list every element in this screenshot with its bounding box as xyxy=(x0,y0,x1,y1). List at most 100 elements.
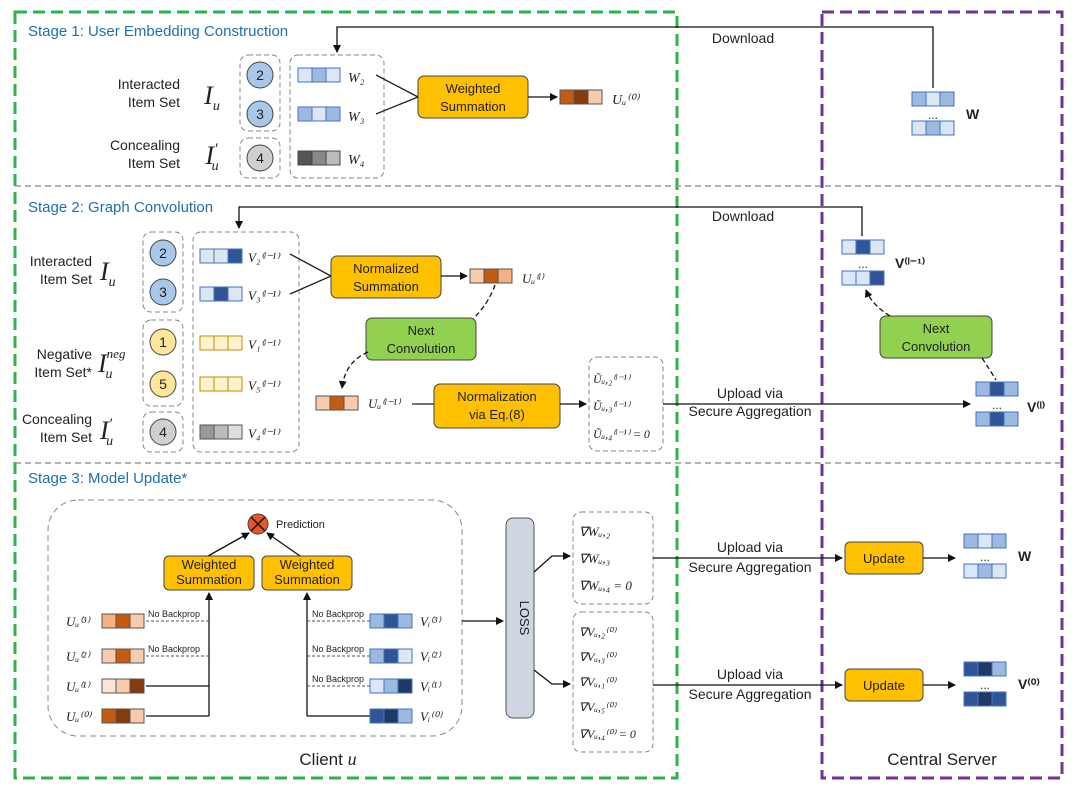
s3-prediction-group xyxy=(47,499,463,737)
s2-item-circle-4 xyxy=(149,418,177,446)
s2-normalized-summation-box xyxy=(330,255,442,299)
s2-uul-label: Uᵤ⁽ˡ⁾ xyxy=(522,271,545,286)
s3-uu0-label: Uᵤ⁽⁰⁾ xyxy=(66,709,93,724)
s2-from-next-conv-link xyxy=(338,351,369,389)
grad-v2-label: ∇Vᵤ,₂⁽⁰⁾ xyxy=(579,625,617,639)
server-w-label: W xyxy=(966,106,980,122)
s2-normalized-summation-text-2: Summation xyxy=(353,279,419,294)
stage-2-title: Stage 2: Graph Convolution xyxy=(28,199,213,216)
grad-v-group xyxy=(572,611,654,753)
s3-vi1-nobackprop-label: No Backprop xyxy=(312,674,364,684)
grad-w3-label: ∇Wᵤ,₃ xyxy=(579,551,610,566)
grad-v5-label: ∇Vᵤ,₅⁽⁰⁾ xyxy=(579,700,617,714)
s2-uul-embedding xyxy=(469,268,513,284)
s2-concealing-label-2: Item Set xyxy=(40,429,92,445)
s3-uu1-embedding xyxy=(101,678,145,694)
s3-vi0-label: Vᵢ⁽⁰⁾ xyxy=(420,709,443,724)
s1-concealing-label-2: Item Set xyxy=(128,155,180,171)
s1-w4-label: W₄ xyxy=(348,153,365,168)
s1-item-number-2: 2 xyxy=(256,67,264,83)
s3-vi2-nobackprop-label: No Backprop xyxy=(312,644,364,654)
s2-v4-label: V₄⁽ˡ⁻¹⁾ xyxy=(248,426,281,441)
server-v0-ellipsis: ... xyxy=(980,678,990,692)
s1-weighted-summation-text-2: Summation xyxy=(440,99,506,114)
server-w3-label: W xyxy=(1018,548,1032,564)
s1-concealing-symbol: I′u xyxy=(204,141,218,174)
s2-embedding-v2 xyxy=(199,248,243,264)
loss-box xyxy=(505,517,535,719)
server-next-conv-down-link xyxy=(981,357,997,381)
s1-weighted-summation-text-1: Weighted xyxy=(446,81,501,96)
client-frame xyxy=(13,10,679,780)
server-next-convolution-text-1: Next xyxy=(923,321,950,336)
s1-embedding-w4 xyxy=(297,150,341,166)
s1-w2-label: W₂ xyxy=(348,71,365,86)
s2-embedding-group xyxy=(192,231,300,453)
s1-embedding-group xyxy=(289,54,385,179)
s2-uul1-label: Uᵤ⁽ˡ⁻¹⁾ xyxy=(368,396,402,411)
server-v-l-embeddings xyxy=(975,381,1019,427)
s3-vi1-embedding xyxy=(369,678,413,694)
s3-uu3-label: Uᵤ⁽³⁾ xyxy=(66,614,91,629)
s2-next-convolution-text-1: Next xyxy=(408,323,435,338)
s3-uu2-label: Uᵤ⁽²⁾ xyxy=(66,649,91,664)
s3-uu3-embedding xyxy=(101,613,145,629)
s2-item-circle-5 xyxy=(149,370,177,398)
s2-item-number-3: 3 xyxy=(159,284,167,300)
s1-item-circle-3 xyxy=(246,100,274,128)
s2-interacted-label-1: Interacted xyxy=(30,253,92,269)
s2-to-next-conv-link xyxy=(469,284,496,323)
upload-v-label-2: Secure Aggregation xyxy=(689,686,812,702)
s1-concealing-group xyxy=(239,137,281,179)
s2-normalization-text-2: via Eq.(8) xyxy=(469,407,525,422)
s1-item-circle-4 xyxy=(246,144,274,172)
s2-item-number-2: 2 xyxy=(159,245,167,261)
s2-normalization-box xyxy=(433,383,561,429)
s2-download-arrow xyxy=(235,206,863,236)
s2-interacted-symbol: Iu xyxy=(99,257,116,290)
s1-embedding-w3 xyxy=(297,106,341,122)
s1-concealing-label-1: Concealing xyxy=(110,137,180,153)
s2-v2-label: V₂⁽ˡ⁻¹⁾ xyxy=(248,250,281,265)
s2-merge-line-2 xyxy=(289,275,332,295)
s2-embedding-v1 xyxy=(199,335,243,351)
server-v0-embeddings xyxy=(963,661,1007,707)
s2-negative-label-1: Negative xyxy=(37,346,92,362)
s2-concealing-label-1: Concealing xyxy=(22,411,92,427)
s2-negative-group xyxy=(142,319,184,407)
s2-item-number-1: 1 xyxy=(159,334,167,350)
grad-v1-label: ∇Vᵤ,₁⁽⁰⁾ xyxy=(579,675,617,689)
s2-normalized-summation-text-1: Normalized xyxy=(353,261,419,276)
server-next-convolution-text-2: Convolution xyxy=(902,339,971,354)
s2-item-number-4: 4 xyxy=(159,424,167,440)
s2-embedding-v5 xyxy=(199,376,243,392)
s2-download-label: Download xyxy=(712,208,774,224)
s2-next-convolution-box xyxy=(365,317,477,361)
server-frame xyxy=(820,10,1064,780)
grad-w4-label: ∇Wᵤ,₄ = 0 xyxy=(579,578,632,593)
s2-ut4-label: Ũᵤ,₄⁽ˡ⁻¹⁾ = 0 xyxy=(593,427,650,441)
loss-to-grad-v-arrow xyxy=(533,669,571,688)
s2-embedding-v4 xyxy=(199,424,243,440)
update-v-text: Update xyxy=(863,678,905,693)
s2-embedding-v3 xyxy=(199,286,243,302)
s3-vi2-embedding xyxy=(369,648,413,664)
s1-item-number-4: 4 xyxy=(256,150,264,166)
s3-uu2-nobackprop-label: No Backprop xyxy=(148,644,200,654)
s2-normalized-group xyxy=(588,356,664,452)
grad-v4-label: ∇Vᵤ,₄⁽⁰⁾ = 0 xyxy=(579,727,636,741)
server-v-l1-label: V⁽ˡ⁻¹⁾ xyxy=(895,255,925,271)
s3-uu2-embedding xyxy=(101,648,145,664)
s2-item-circle-3 xyxy=(149,278,177,306)
s3-ws-left-text-2: Summation xyxy=(176,572,242,587)
stage-3-title: Stage 3: Model Update* xyxy=(28,470,187,487)
s3-ws-right-text-2: Summation xyxy=(274,572,340,587)
s2-v5-label: V₅⁽ˡ⁻¹⁾ xyxy=(248,378,281,393)
s2-negative-label-2: Item Set* xyxy=(34,364,92,380)
s3-vi3-embedding xyxy=(369,613,413,629)
s3-weighted-summation-left xyxy=(163,555,255,591)
stage-1-title: Stage 1: User Embedding Construction xyxy=(28,23,288,40)
prediction-cross-2 xyxy=(250,516,266,532)
s3-uu1-label: Uᵤ⁽¹⁾ xyxy=(66,679,91,694)
